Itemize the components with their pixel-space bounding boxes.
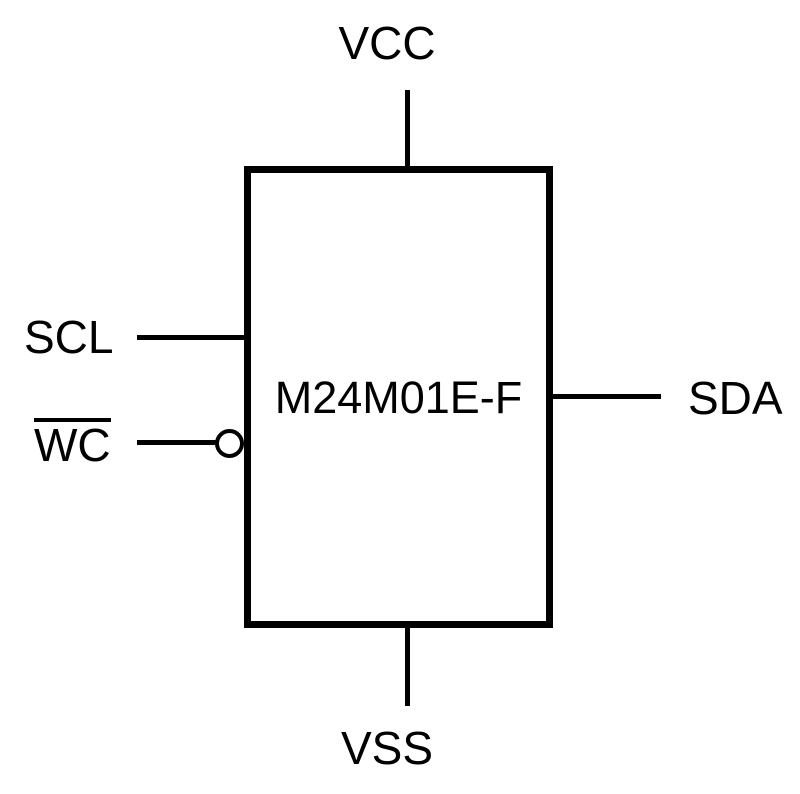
pin-label-vcc: VCC [338, 17, 436, 69]
vss-wire [405, 625, 410, 706]
active-low-bubble-icon [215, 429, 244, 458]
wc-overline-text: WC [34, 418, 111, 471]
chip-body: M24M01E-F [244, 166, 553, 628]
pin-label-sda: SDA [688, 372, 783, 424]
wc-wire [137, 440, 217, 445]
scl-wire [137, 335, 246, 340]
pin-label-scl: SCL [24, 311, 114, 363]
pin-label-vss: VSS [340, 722, 434, 774]
sda-wire [550, 394, 661, 399]
pin-label-wc: WC [34, 413, 111, 473]
chip-label: M24M01E-F [274, 371, 523, 423]
vcc-wire [405, 90, 410, 168]
